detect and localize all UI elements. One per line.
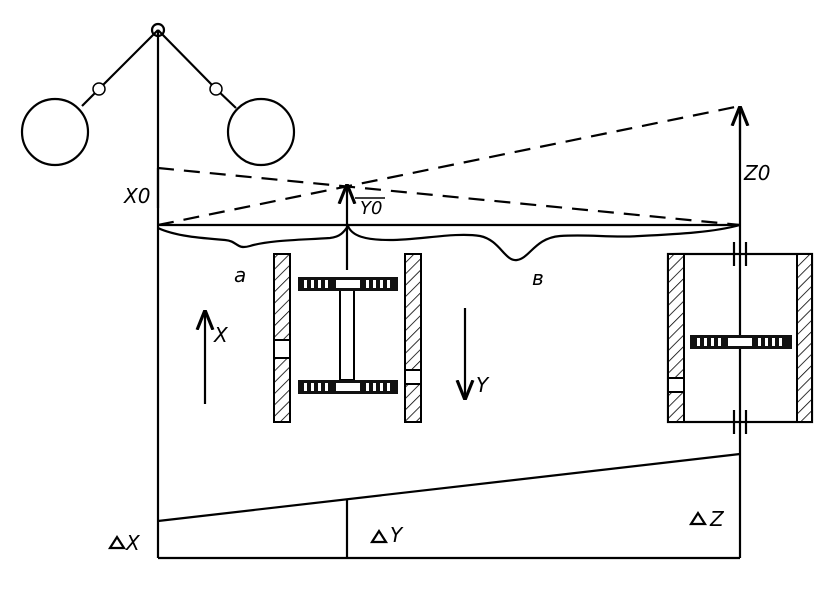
- delta-z-icon: [688, 510, 708, 526]
- right-left-wall: [667, 253, 685, 423]
- label-z0: Z0: [743, 161, 770, 185]
- dashed-line-z0: [157, 104, 741, 227]
- governor-left-ball: [20, 97, 90, 167]
- right-right-wall: [796, 253, 813, 423]
- governor-right-ball: [226, 97, 296, 167]
- dashed-line-x0: [157, 166, 741, 227]
- flyball-governor: [20, 22, 296, 167]
- delta-y-icon: [369, 528, 389, 544]
- right-gear-teeth: [697, 338, 782, 346]
- label-a: a: [234, 263, 246, 287]
- center-top-gear-teeth: [304, 280, 390, 288]
- delta-z-marker: Z: [688, 507, 725, 531]
- center-left-wall-gap: [273, 339, 291, 359]
- label-delta-y: Y: [390, 523, 404, 547]
- label-delta-z: Z: [709, 507, 725, 531]
- right-assembly: [666, 242, 814, 434]
- center-right-wall-gap: [404, 369, 422, 385]
- center-assembly: [273, 253, 422, 423]
- label-y0: Y0: [360, 198, 382, 219]
- center-shaft: [339, 289, 355, 381]
- label-x: X: [213, 323, 229, 347]
- governor-right-arm: [157, 29, 216, 89]
- center-right-wall: [404, 253, 422, 423]
- governor-left-joint: [92, 82, 106, 96]
- center-bottom-gear-teeth: [304, 383, 390, 391]
- label-x0: X0: [123, 184, 150, 208]
- delta-x-marker: X: [107, 531, 141, 555]
- label-b: в: [532, 266, 544, 290]
- label-y: Y: [476, 373, 490, 397]
- sloped-line: [157, 452, 741, 523]
- profile-curve: [157, 223, 741, 262]
- governor-left-arm: [99, 29, 159, 89]
- delta-x-icon: [107, 534, 127, 550]
- label-delta-x: X: [125, 531, 141, 555]
- governor-right-joint: [209, 82, 223, 96]
- delta-y-marker: Y: [369, 523, 404, 547]
- right-left-wall-gap: [667, 377, 685, 393]
- center-left-wall: [273, 253, 291, 423]
